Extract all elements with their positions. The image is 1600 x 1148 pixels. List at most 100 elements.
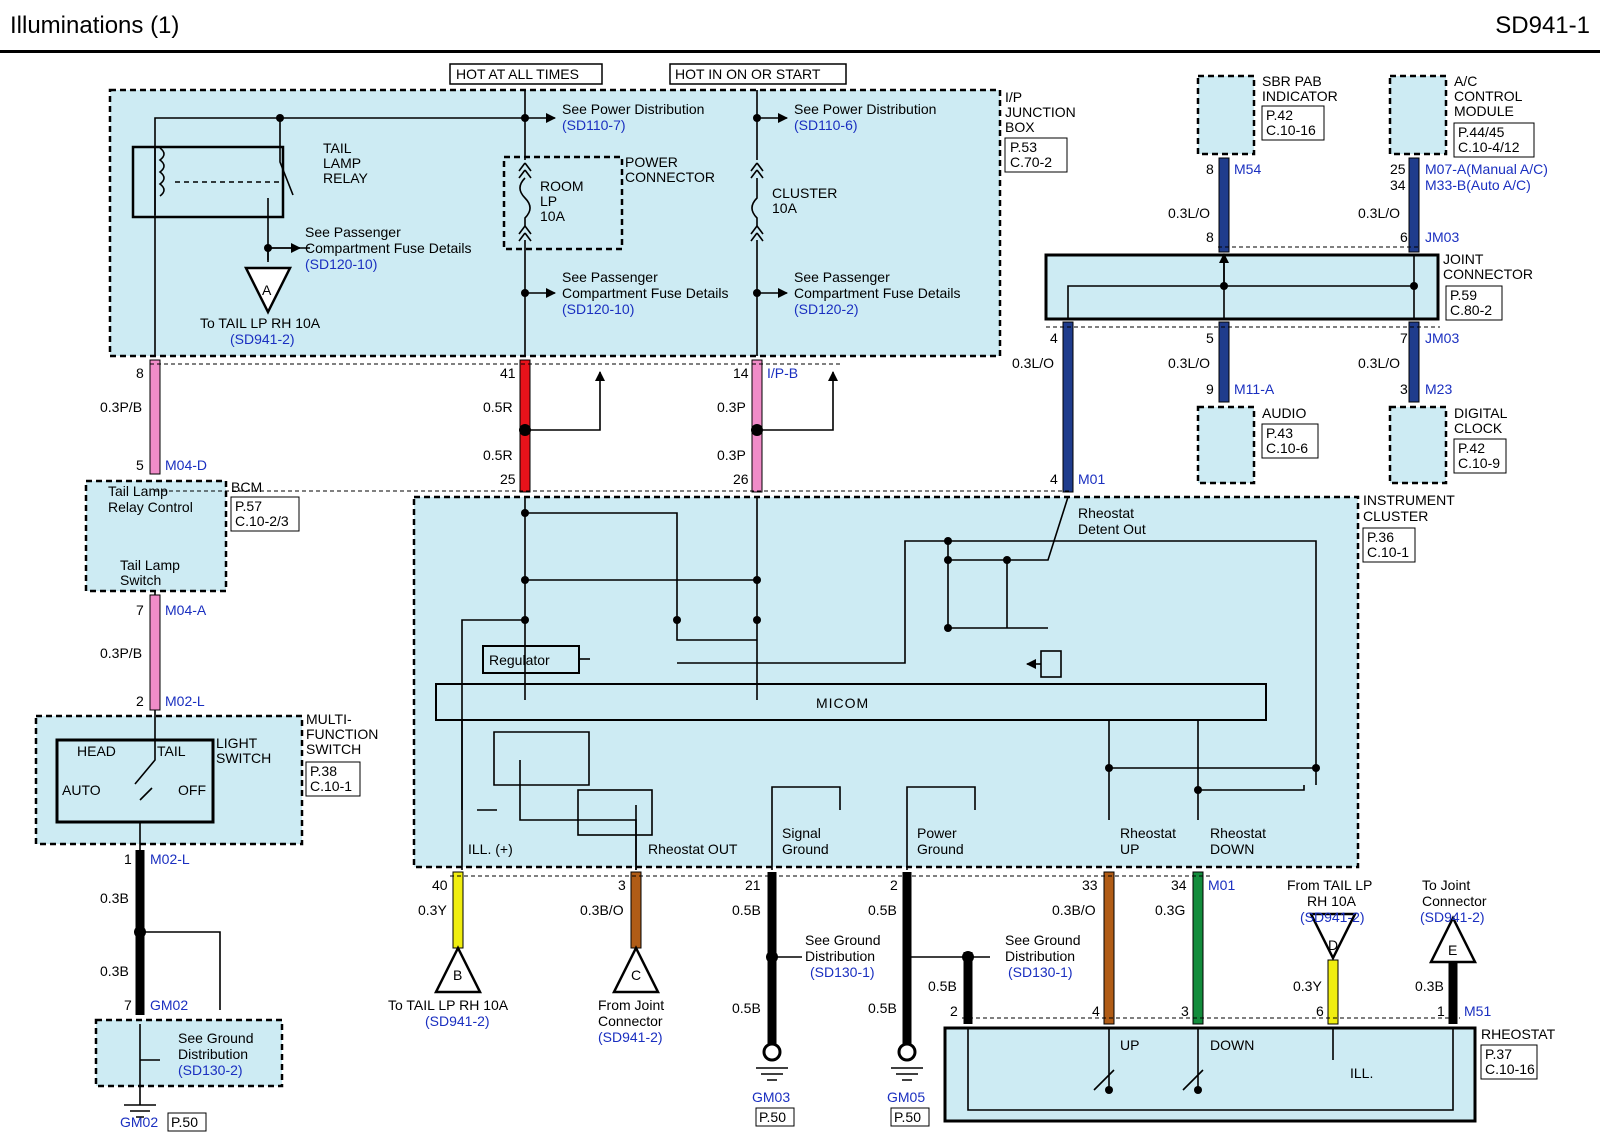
pin-40: 40 (432, 877, 448, 893)
m51-label: M51 (1464, 1003, 1491, 1019)
comp-fuse-1: Compartment Fuse Details (562, 285, 729, 301)
sbr-ref-2: C.10-16 (1266, 122, 1316, 138)
wire-03bo-1: 0.3B/O (580, 902, 624, 918)
rheostat-down: DOWN (1210, 1037, 1254, 1053)
pin-3-rheo-out: 3 (618, 877, 626, 893)
multifunction-switch-box (34, 714, 304, 846)
fuse-cluster-1: CLUSTER (772, 185, 837, 201)
instrument-cluster-box (412, 495, 1360, 869)
sbr-name-1: SBR PAB (1262, 73, 1322, 89)
acm-auto: M33-B(Auto A/C) (1425, 177, 1531, 193)
light-switch-1: LIGHT (216, 735, 258, 751)
conn-e-letter: E (1448, 942, 1457, 958)
see-pass-3: See Passenger (305, 224, 401, 240)
dist-mid: Distribution (805, 948, 875, 964)
pin-3-clock: 3 (1400, 381, 1408, 397)
bcm-relay-ctrl-2: Relay Control (108, 499, 193, 515)
sd120-10-ref-b: (SD120-10) (562, 301, 634, 317)
acm-ref-1: P.44/45 (1458, 124, 1505, 140)
wire-03g: 0.3G (1155, 902, 1185, 918)
pin-25: 25 (500, 471, 516, 487)
jbox-name-3: BOX (1005, 119, 1035, 135)
pin-26: 26 (733, 471, 749, 487)
see-ground-left: See Ground (178, 1030, 254, 1046)
pin-4-rheostat: 4 (1092, 1003, 1100, 1019)
see-pass-1: See Passenger (562, 269, 658, 285)
off-label: OFF (178, 782, 206, 798)
audio-box (1196, 405, 1256, 485)
audio-ref-1: P.43 (1266, 425, 1293, 441)
m54-label: M54 (1234, 161, 1261, 177)
wire-03p-2: 0.3P (717, 447, 746, 463)
pin-7-left: 7 (136, 602, 144, 618)
wire-03lo-3: 0.3L/O (1358, 205, 1400, 221)
pin-34-m01: 34 (1171, 877, 1187, 893)
mfs-ref-1: P.38 (310, 763, 337, 779)
regulator-label: Regulator (489, 652, 550, 668)
jm03-label-b: JM03 (1425, 330, 1459, 346)
cluster-ref-2: C.10-1 (1367, 544, 1409, 560)
junction-box (108, 88, 1002, 358)
m04a-label: M04-A (165, 602, 207, 618)
rheostat-name: RHEOSTAT (1481, 1026, 1556, 1042)
jm03-label-a: JM03 (1425, 229, 1459, 245)
pin-5-left: 5 (136, 457, 144, 473)
wire-03bo-2: 0.3B/O (1052, 902, 1096, 918)
pin-4-m01: 4 (1050, 471, 1058, 487)
bcm-name: BCM (231, 479, 262, 495)
gm02-page-ref: P.50 (171, 1114, 198, 1130)
pin-6-rheostat: 6 (1316, 1003, 1324, 1019)
pwr-conn-label-1: POWER (625, 154, 678, 170)
cluster-name-2: CLUSTER (1363, 508, 1428, 524)
rheostat-ref-2: C.10-16 (1485, 1061, 1535, 1077)
mfs-name-2: FUNCTION (306, 726, 378, 742)
power-connector-box (502, 155, 624, 251)
sbr-indicator-box (1196, 74, 1256, 156)
hot-all-times-label: HOT AT ALL TIMES (456, 66, 579, 82)
acm-manual: M07-A(Manual A/C) (1425, 161, 1548, 177)
dist-right: Distribution (1005, 948, 1075, 964)
see-pass-2: See Passenger (794, 269, 890, 285)
cluster-ref-1: P.36 (1367, 529, 1394, 545)
wire-03lo-4: 0.3L/O (1168, 355, 1210, 371)
conn-c-letter: C (631, 967, 641, 983)
joint-ref-1: P.59 (1450, 287, 1477, 303)
power-labels: HOT AT ALL TIMES HOT IN ON OR START (449, 63, 847, 85)
m01-label-b: M01 (1208, 877, 1235, 893)
pin-21: 21 (745, 877, 761, 893)
ill-plus-label: ILL. (+) (468, 841, 513, 857)
rheostat-ref-1: P.37 (1485, 1046, 1512, 1062)
wire-03lo-1: 0.3L/O (1012, 355, 1054, 371)
jbox-name-2: JUNCTION (1005, 104, 1076, 120)
pin-34-acm: 34 (1390, 177, 1406, 193)
pin-1-left: 1 (124, 851, 132, 867)
m23-label: M23 (1425, 381, 1452, 397)
dist-left: Distribution (178, 1046, 248, 1062)
pin-5-jc: 5 (1206, 330, 1214, 346)
sd120-2-ref: (SD120-2) (794, 301, 859, 317)
wire-05r-1: 0.5R (483, 399, 513, 415)
cluster-name-1: INSTRUMENT (1363, 492, 1455, 508)
sd110-6-ref: (SD110-6) (794, 117, 858, 133)
fuse-room-3: 10A (540, 208, 566, 224)
rheo-down-2: DOWN (1210, 841, 1254, 857)
wire-03pb-1: 0.3P/B (100, 399, 142, 415)
wire-05b-4: 0.5B (868, 1000, 897, 1016)
auto-label: AUTO (62, 782, 101, 798)
joint-connector-box (1044, 253, 1440, 321)
mfs-name-1: MULTI- (306, 711, 352, 727)
rheostat-up: UP (1120, 1037, 1139, 1053)
gm03-page-ref: P.50 (759, 1109, 786, 1125)
pin-7-gm02: 7 (124, 997, 132, 1013)
relay-label-1: TAIL (323, 140, 352, 156)
pin-6-jc: 6 (1400, 229, 1408, 245)
audio-ref-2: C.10-6 (1266, 440, 1308, 456)
wire-03b-2: 0.3B (100, 963, 129, 979)
sbr-ref-1: P.42 (1266, 107, 1293, 123)
rheo-detent-2: Detent Out (1078, 521, 1146, 537)
wire-03b-3: 0.3B (1415, 978, 1444, 994)
comp-fuse-2: Compartment Fuse Details (794, 285, 961, 301)
pin-25-acm: 25 (1390, 161, 1406, 177)
connector-b (433, 945, 483, 994)
fuse-room-1: ROOM (540, 178, 584, 194)
